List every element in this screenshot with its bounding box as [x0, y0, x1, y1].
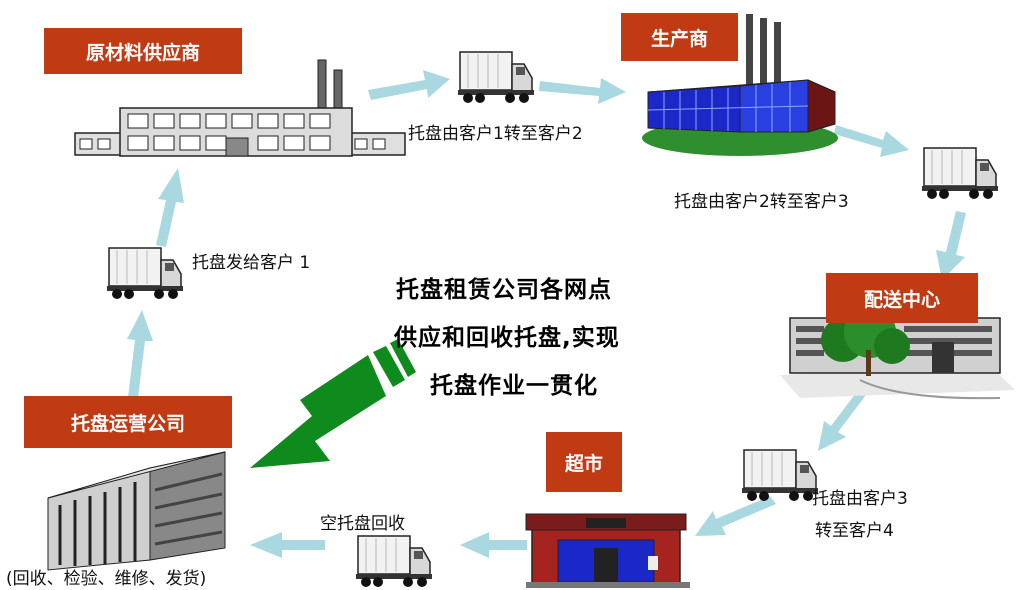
flow-arrow-supermarket-to-truck — [460, 532, 527, 558]
flow-arrow-operator-to-truck — [127, 310, 153, 398]
distribution-center-label: 配送中心 — [826, 273, 978, 323]
truck-icon-manufacturer-to-distribution — [921, 147, 999, 200]
flow-arrow-supplier-to-truck — [368, 70, 450, 100]
caption-issue-to-customer1: 托盘发给客户 1 — [192, 253, 311, 273]
raw-material-supplier-label: 原材料供应商 — [44, 28, 242, 74]
supermarket-building-icon — [525, 513, 690, 588]
raw-material-factory-icon — [74, 59, 406, 157]
caption-customer3-to-customer4-line2: 转至客户4 — [815, 521, 894, 541]
flow-arrow-truck-to-manufacturer — [539, 78, 626, 104]
flow-arrow-truck-to-supplier — [156, 168, 184, 247]
truck-icon-distribution-to-supermarket — [741, 449, 819, 502]
distribution-center-icon — [780, 306, 1015, 400]
pallet-operator-building-icon — [47, 451, 226, 571]
center-text-line3: 托盘作业一贯化 — [430, 373, 598, 399]
caption-customer2-to-customer3: 托盘由客户2转至客户3 — [674, 192, 849, 212]
big-green-arrow — [250, 339, 416, 468]
supermarket-label: 超市 — [546, 432, 622, 492]
flow-arrow-truck-to-supermarket — [695, 496, 776, 536]
caption-customer1-to-customer2: 托盘由客户1转至客户2 — [408, 124, 583, 144]
center-text-line1: 托盘租赁公司各网点 — [396, 277, 612, 303]
center-text-line2: 供应和回收托盘,实现 — [394, 325, 620, 351]
caption-customer3-to-customer4-line1: 托盘由客户3 — [812, 489, 908, 509]
flow-arrow-distribution-to-truck — [818, 389, 866, 451]
manufacturer-factory-icon — [642, 14, 838, 156]
truck-icon-supplier-to-manufacturer — [457, 51, 535, 104]
manufacturer-label: 生产商 — [621, 13, 738, 61]
caption-operator-functions: (回收、检验、维修、发货) — [6, 569, 207, 589]
flow-arrow-manufacturer-to-truck — [834, 125, 909, 157]
truck-icon-operator-to-supplier — [106, 247, 184, 300]
caption-empty-pallet-return: 空托盘回收 — [320, 514, 405, 534]
pallet-operator-label: 托盘运营公司 — [24, 396, 232, 448]
truck-icon-empty-return — [355, 535, 433, 588]
flow-arrow-truck-to-operator — [250, 532, 325, 558]
flow-arrow-truck-to-distribution — [936, 211, 966, 280]
